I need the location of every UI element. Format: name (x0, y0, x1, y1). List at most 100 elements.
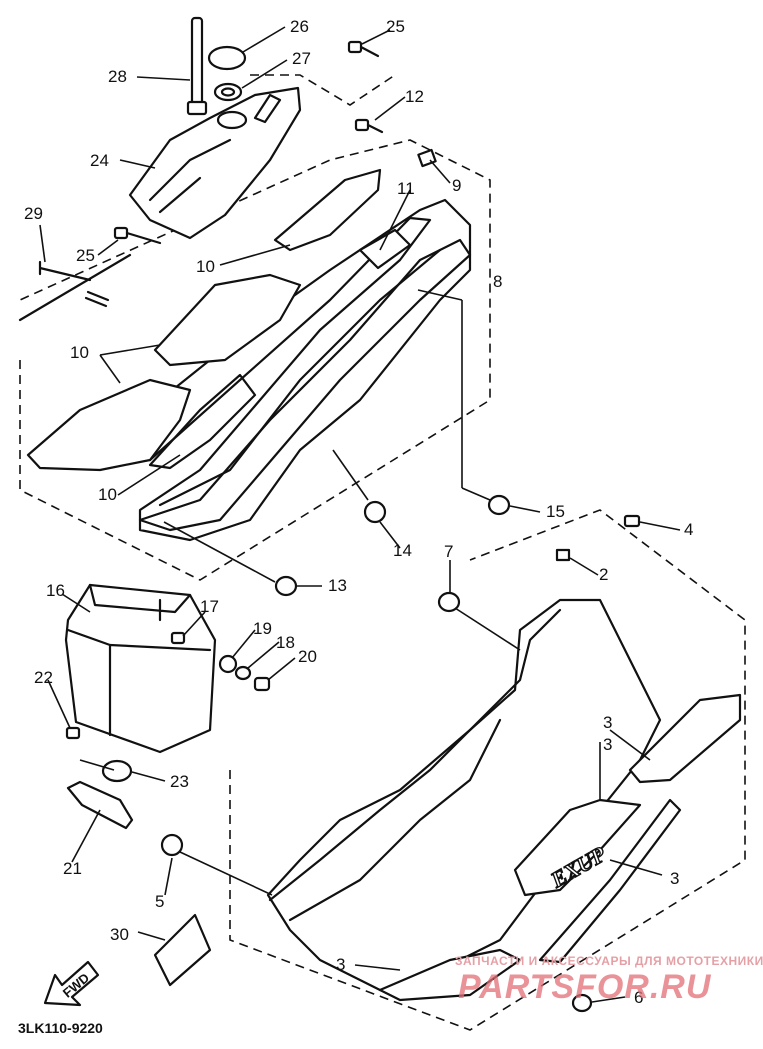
side-cover-upper (26, 148, 511, 597)
callout-21: 21 (63, 859, 82, 878)
cover-lower-trim (268, 608, 562, 902)
callout-11: 11 (397, 179, 415, 198)
callout-3-b: 3 (603, 735, 612, 754)
spacer-29 (84, 290, 110, 308)
callout-8: 8 (493, 272, 502, 291)
bolt-28 (190, 16, 204, 112)
watermark-brand: PARTSFOR.RU (458, 968, 712, 1006)
callout-10-c: 10 (98, 485, 117, 504)
hose-line (18, 253, 132, 322)
leader-7-link (454, 607, 521, 651)
fwd-arrow: FWD (43, 960, 100, 1007)
callout-3-c: 3 (670, 869, 679, 888)
tank-24-bracket (253, 93, 282, 124)
screw-12 (354, 118, 370, 132)
callout-17: 17 (200, 597, 219, 616)
grommet-7 (437, 591, 461, 613)
damper-23 (101, 759, 133, 783)
emblem-10-d (148, 373, 257, 470)
cover-upper-8 (28, 198, 472, 542)
grommet-5 (160, 833, 184, 857)
callout-14: 14 (393, 541, 412, 560)
grommet-27-inner (220, 87, 236, 97)
leader-15-base (461, 487, 491, 501)
reservoir-tank-assembly (18, 16, 384, 322)
cover-lower-body (266, 598, 662, 992)
screw-25-lower-shank (125, 231, 162, 245)
emblem-3-a (628, 693, 742, 784)
callout-27: 27 (292, 49, 311, 68)
diagram-code: 3LK110-9220 (18, 1020, 103, 1036)
watermark-tagline: ЗАПЧАСТИ И АКСЕССУАРЫ ДЛЯ МОТОТЕХНИКИ (455, 954, 763, 968)
emblem-3-b (513, 798, 642, 897)
screw-25-shank (359, 45, 380, 58)
callout-26: 26 (290, 17, 309, 36)
assembly-boundaries (19, 74, 746, 1031)
callout-23: 23 (170, 772, 189, 791)
callout-4: 4 (684, 520, 693, 539)
side-cover-lower (153, 514, 742, 1013)
callout-16: 16 (46, 581, 65, 600)
callout-3-a: 3 (603, 713, 612, 732)
callout-28: 28 (108, 67, 127, 86)
tank-boundary (250, 74, 396, 106)
callout-25-lower: 25 (76, 246, 95, 265)
washer-19 (218, 654, 238, 674)
lower-cover-boundary (229, 509, 746, 1031)
tank-24 (128, 86, 302, 240)
plate-11 (358, 228, 412, 270)
callout-20: 20 (298, 647, 317, 666)
leader-5-link (179, 851, 273, 896)
battery-box-frame (88, 583, 192, 622)
callout-24: 24 (90, 151, 109, 170)
screw-12-shank (366, 123, 384, 134)
callout-30: 30 (110, 925, 129, 944)
grommet-13 (274, 575, 298, 597)
plate-30 (153, 913, 212, 987)
callout-5: 5 (155, 892, 164, 911)
callout-29: 29 (24, 204, 43, 223)
leader-23-link (79, 759, 115, 771)
bolt-28-head (186, 100, 208, 116)
callout-9: 9 (452, 176, 461, 195)
grommet-27 (213, 82, 243, 102)
callout-3-d: 3 (336, 955, 345, 974)
collar-18 (234, 665, 252, 681)
callout-12: 12 (405, 87, 424, 106)
battery-box-16 (64, 583, 217, 754)
bracket-21 (66, 780, 134, 830)
callout-15: 15 (546, 502, 565, 521)
leader-13-link (163, 521, 276, 583)
callout-19: 19 (253, 619, 272, 638)
cap-26 (207, 45, 247, 71)
callout-labels: 26 25 27 28 12 24 9 11 29 25 10 8 10 10 … (24, 17, 693, 1007)
nut-6 (571, 993, 593, 1013)
battery-box-assembly (64, 583, 271, 830)
cover-lower-inner (288, 718, 502, 922)
callout-6: 6 (634, 988, 643, 1007)
cover-inner-edge (158, 248, 442, 507)
bolt-17 (170, 631, 186, 645)
callout-22: 22 (34, 668, 53, 687)
upper-cover-boundary (19, 139, 491, 581)
callout-10-b: 10 (70, 343, 89, 362)
callout-25: 25 (386, 17, 405, 36)
plate-2 (555, 548, 571, 562)
emblem-10-a (26, 378, 192, 472)
callout-10-a: 10 (196, 257, 215, 276)
leader-14-link (332, 449, 369, 501)
grommet-15 (487, 494, 511, 516)
tank-24-ridge (148, 138, 232, 214)
callout-leaders (39, 26, 681, 1003)
bolt-4 (623, 514, 641, 528)
emblem-3-d (378, 948, 522, 1002)
screw-25 (347, 40, 363, 54)
callout-7: 7 (444, 542, 453, 561)
fwd-arrow-icon (43, 960, 100, 1007)
bolt-22 (65, 726, 81, 740)
watermark: ЗАПЧАСТИ И АКСЕССУАРЫ ДЛЯ МОТОТЕХНИКИ PA… (455, 954, 763, 1006)
nut-20 (253, 676, 271, 692)
emblem-10-c (273, 168, 382, 252)
callout-2: 2 (599, 565, 608, 584)
